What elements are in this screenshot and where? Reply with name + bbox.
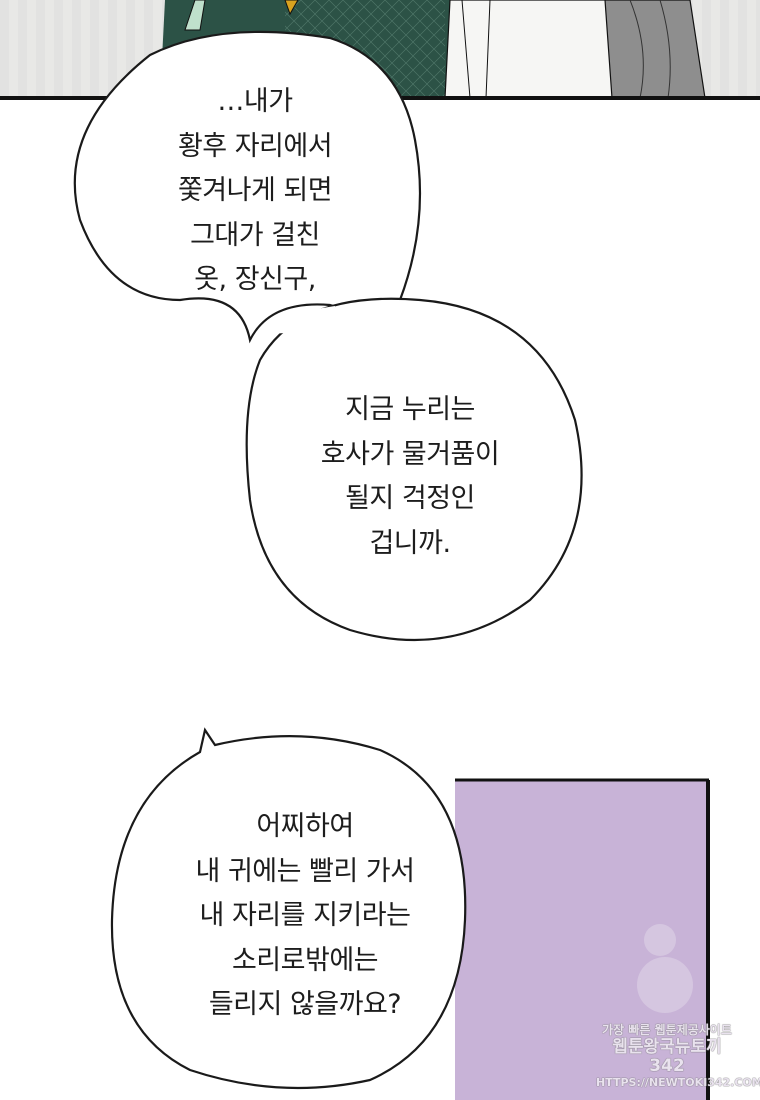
bubble-3-text: 어찌하여 내 귀에는 빨리 가서 내 자리를 지키라는 소리로밖에는 들리지 않… (140, 805, 470, 1028)
bubble-line: 겁니까. (369, 527, 451, 559)
speech-bubble-2 (245, 297, 583, 642)
watermark-line-1: 가장 빠른 웹툰제공사이트 (602, 1023, 732, 1037)
bubble-line: 쫓겨나게 되면 (177, 175, 333, 206)
bubble-line: 소리로밖에는 (231, 944, 379, 976)
bubble-line: 그대가 걸친 (190, 219, 320, 251)
speech-bubble-1 (73, 30, 422, 344)
bubble-line: 어찌하여 (256, 811, 354, 842)
bubble-line: 들리지 않을까요? (208, 989, 402, 1020)
bubble-2-text: 지금 누리는 호사가 물거품이 될지 걱정인 겁니까. (260, 388, 560, 566)
watermark-line-2: 웹툰왕국뉴토끼342 (612, 1036, 722, 1077)
bubble-line: …내가 (217, 86, 293, 117)
speech-bubble-3 (110, 727, 467, 1090)
bubble-1-text: …내가 황후 자리에서 쫓겨나게 되면 그대가 걸친 옷, 장신구, (105, 80, 405, 303)
watermark-line-3: HTTPS://NEWTOKI342.COM (596, 1075, 760, 1089)
bubble-line: 내 자리를 지키라는 (199, 900, 411, 931)
character-white-garment (444, 0, 616, 99)
bubble-line: 지금 누리는 (345, 394, 475, 425)
bubble-line: 호사가 물거품이 (320, 438, 500, 470)
bubble-line: 내 귀에는 빨리 가서 (195, 855, 415, 887)
watermark: 가장 빠른 웹툰제공사이트 웹툰왕국뉴토끼342 HTTPS://NEWTOKI… (596, 1023, 760, 1090)
bubble-line: 될지 걱정인 (345, 483, 475, 514)
character-hair (604, 0, 706, 99)
bubble-line: 황후 자리에서 (177, 130, 333, 162)
bubble-line: 옷, 장신구, (194, 264, 316, 295)
